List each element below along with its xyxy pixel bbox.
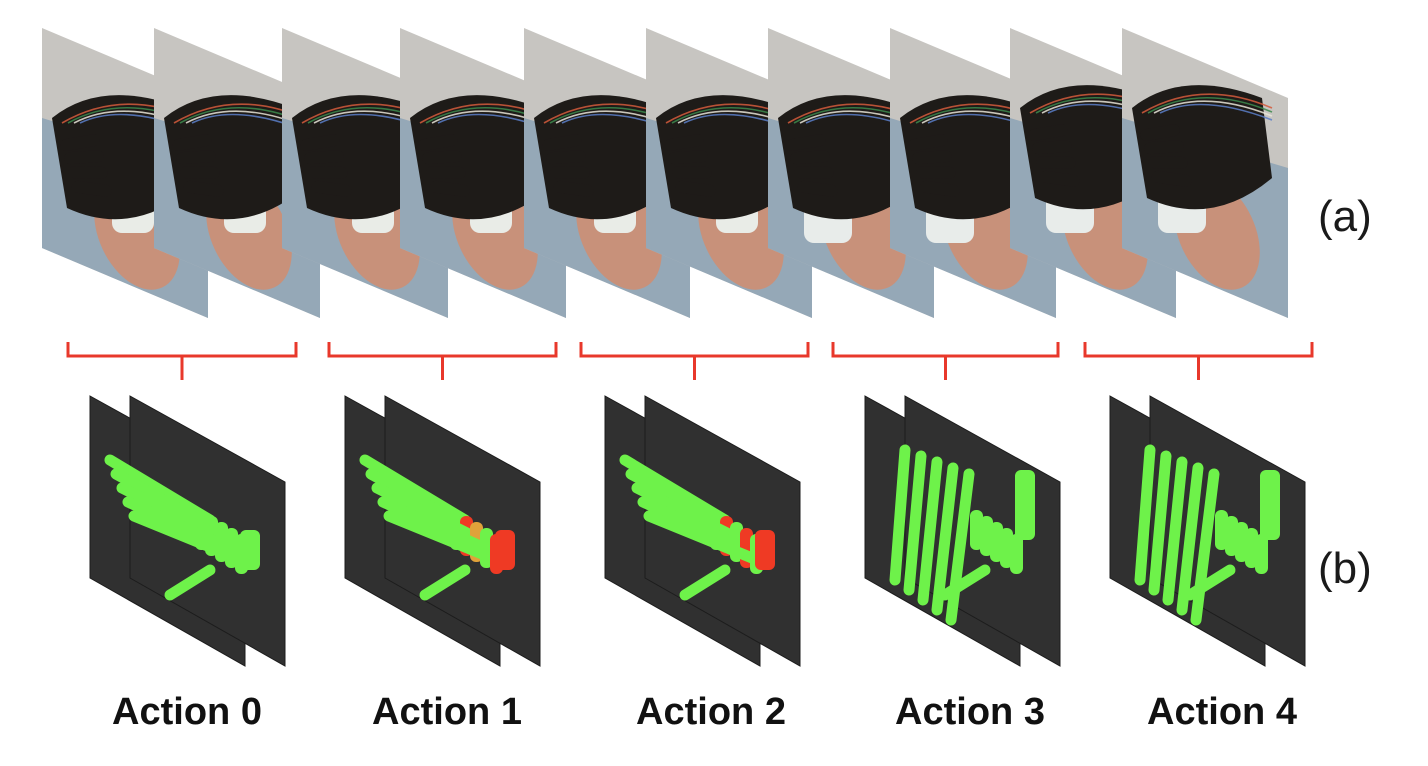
hand-photo-frame — [154, 28, 320, 318]
action-label: Action 3 — [895, 691, 1045, 733]
photo-sequence — [42, 28, 1288, 318]
group-bracket — [327, 342, 558, 380]
hand-render-frame — [344, 395, 541, 667]
action-label: Action 1 — [372, 691, 522, 733]
action-labels: Action 0 Action 1 Action 2 Action 3 Action 4 — [112, 691, 1297, 733]
action-label: Action 2 — [636, 691, 786, 733]
bracket-row — [66, 342, 1314, 380]
hand-photo-frame — [1122, 28, 1288, 318]
hand-render-frame — [864, 395, 1061, 667]
panel-label-b: (b) — [1318, 544, 1372, 593]
action-label: Action 4 — [1147, 691, 1297, 733]
group-bracket — [831, 342, 1060, 380]
hand-render-frame — [89, 395, 286, 667]
panel-label-a: (a) — [1318, 192, 1372, 241]
render-sequence — [89, 395, 1306, 667]
action-label: Action 0 — [112, 691, 262, 733]
group-bracket — [579, 342, 810, 380]
hand-render-frame — [604, 395, 801, 667]
group-bracket — [66, 342, 298, 380]
group-bracket — [1083, 342, 1314, 380]
hand-render-frame — [1109, 395, 1306, 667]
